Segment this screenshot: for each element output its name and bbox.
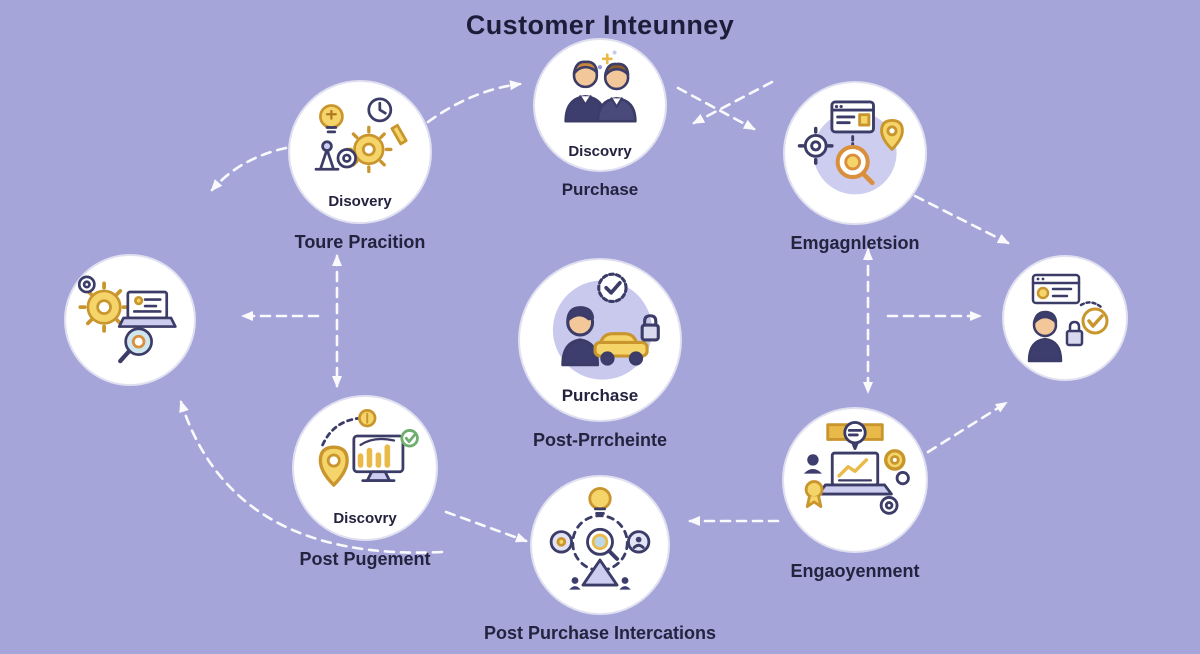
node-discovery-bottom-left: Discovry Post Pugement <box>225 395 505 570</box>
node-caption: Toure Pracition <box>294 232 426 252</box>
node-engagement-top-right: Emgagnletsion <box>715 81 995 254</box>
node-awareness-top-left: Disovery Toure Pracition <box>220 80 500 253</box>
node-purchase-center: Purchase Post-Prrcheinte <box>460 258 740 451</box>
chat-analytics-gears-icon <box>803 420 910 515</box>
node-interactions-bottom-center: Post Purchase Intercations <box>460 475 740 644</box>
idea-search-funnel-icon <box>549 486 651 590</box>
browser-user-verified-icon <box>1027 273 1109 363</box>
node-caption: Post-Prrcheinte <box>532 430 668 450</box>
node-inner-label: Discovry <box>333 510 397 527</box>
node-circle <box>64 254 196 386</box>
node-circle <box>782 407 928 553</box>
diagram-title: Customer Inteunney <box>465 10 735 40</box>
node-verified-mid-right <box>925 255 1200 381</box>
location-analytics-icon <box>318 408 419 487</box>
tools-ideas-icon <box>314 97 408 174</box>
node-discovery-top: Discovry Purchase <box>460 38 740 200</box>
node-caption: Emgagnletsion <box>790 233 920 253</box>
node-caption: Post Pugement <box>299 549 431 569</box>
node-caption: Engaoyenment <box>790 561 920 581</box>
node-circle: Discovry <box>292 395 438 541</box>
node-circle: Disovery <box>288 80 432 224</box>
node-circle: Discovry <box>533 38 667 172</box>
node-engagement-bottom-right: Engaoyenment <box>715 407 995 582</box>
node-circle: Purchase <box>518 258 682 422</box>
node-caption: Purchase <box>561 180 639 199</box>
gears-laptop-search-icon <box>77 275 177 364</box>
buyer-car-secure-icon <box>552 272 660 380</box>
node-inner-label: Disovery <box>328 193 392 210</box>
browser-location-search-icon <box>797 100 904 195</box>
node-caption: Post Purchase Intercations <box>483 623 717 643</box>
node-research-mid-left <box>0 254 270 386</box>
node-circle <box>1002 255 1128 381</box>
node-inner-label: Discovry <box>568 143 632 160</box>
node-inner-label: Purchase <box>561 386 639 405</box>
node-circle <box>530 475 670 615</box>
businessmen-meeting-icon <box>564 50 637 123</box>
node-circle <box>783 81 927 225</box>
